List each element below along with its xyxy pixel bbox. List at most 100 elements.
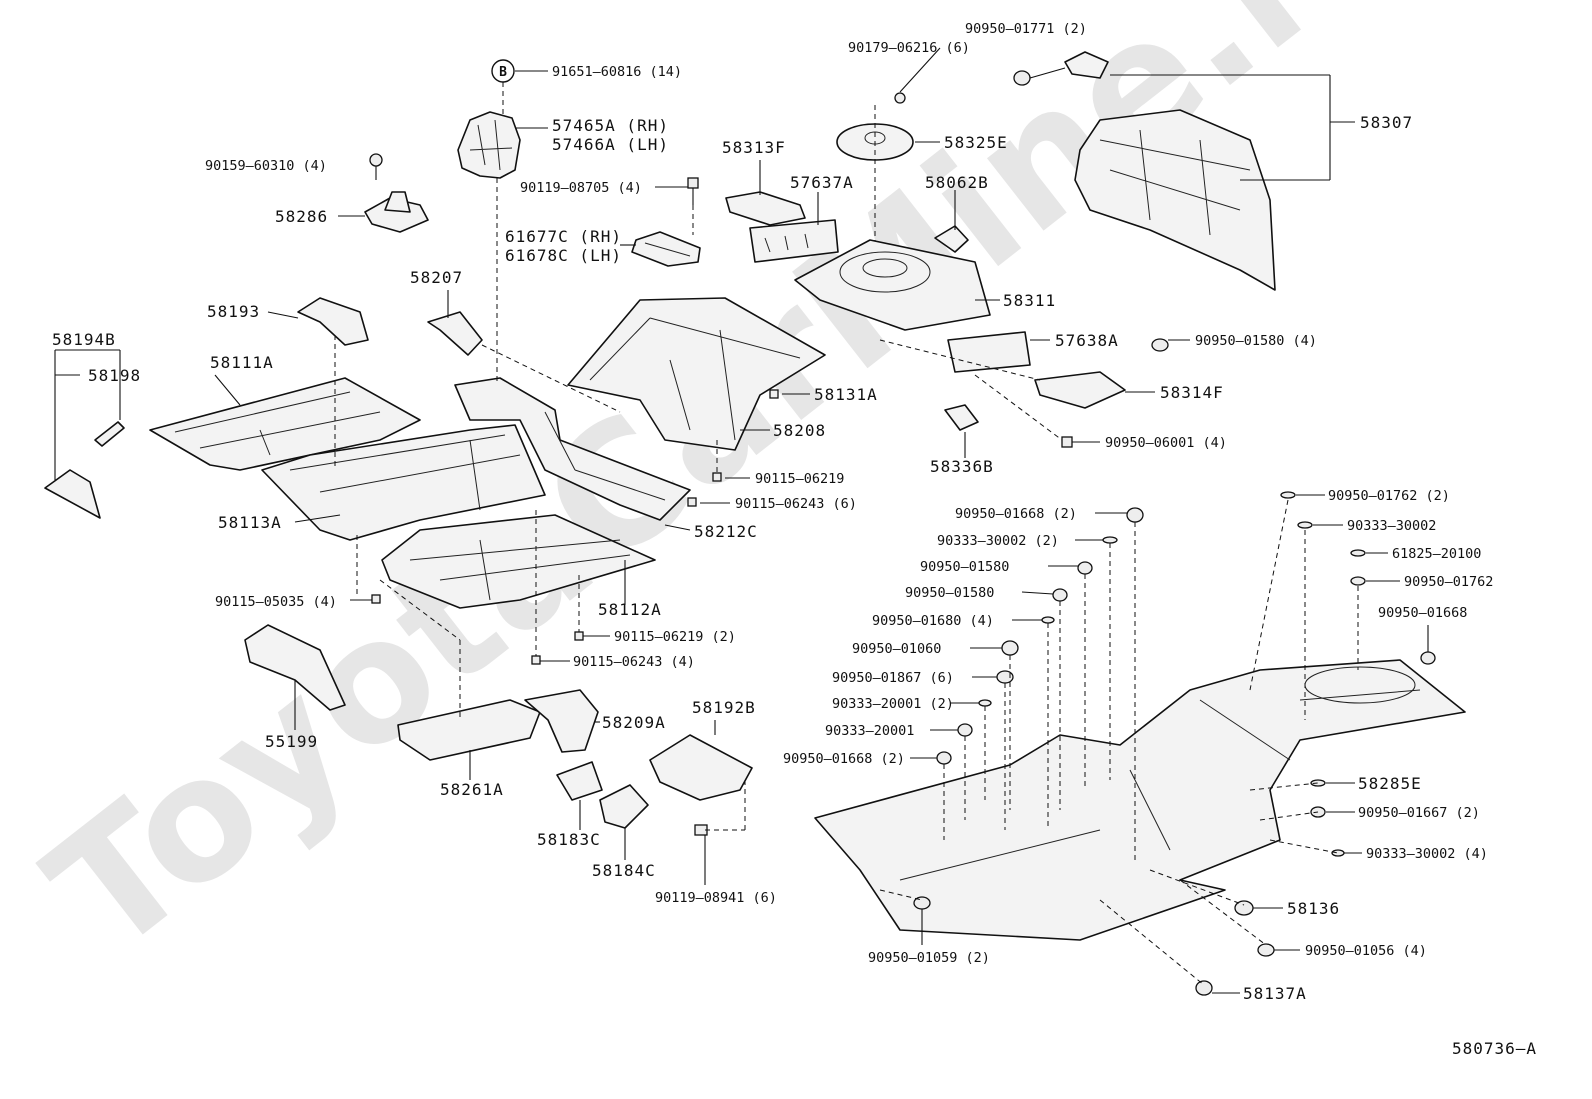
part-58113a bbox=[261, 424, 546, 541]
label-90119-08705: 90119–08705 (4) bbox=[520, 180, 642, 196]
label-61677c: 61677C (RH) bbox=[505, 227, 622, 246]
callout-b-text: B bbox=[499, 65, 507, 80]
fastener-90950-01771 bbox=[1013, 70, 1031, 86]
label-58184c: 58184C bbox=[592, 861, 656, 880]
part-61677c bbox=[631, 231, 701, 267]
label-90115-06243-6: 90115–06243 (6) bbox=[735, 496, 857, 512]
label-61678c: 61678C (LH) bbox=[505, 246, 622, 265]
label-90333-30002: 90333–30002 bbox=[1347, 518, 1436, 534]
part-57637a bbox=[749, 219, 839, 263]
label-58136: 58136 bbox=[1287, 899, 1340, 918]
label-58261a: 58261A bbox=[440, 780, 504, 799]
part-labels: 91651–60816 (14) 57465A (RH) 57466A (LH)… bbox=[52, 21, 1537, 1058]
label-58198: 58198 bbox=[88, 366, 141, 385]
label-58208: 58208 bbox=[773, 421, 826, 440]
diagram-code: 580736–A bbox=[1452, 1039, 1537, 1058]
fastener-column-right bbox=[913, 338, 1436, 996]
label-58137a: 58137A bbox=[1243, 984, 1307, 1003]
label-90159-60310: 90159–60310 (4) bbox=[205, 158, 327, 174]
part-58314f bbox=[1034, 371, 1126, 409]
label-90115-06219: 90115–06219 bbox=[755, 471, 844, 487]
label-57465a: 57465A (RH) bbox=[552, 116, 669, 135]
label-58325e: 58325E bbox=[944, 133, 1008, 152]
label-90950-01667: 90950–01667 (2) bbox=[1358, 805, 1480, 821]
part-58307 bbox=[1064, 51, 1276, 291]
label-58192b: 58192B bbox=[692, 698, 756, 717]
leader-lines bbox=[54, 47, 1429, 994]
label-90950-01668-2b: 90950–01668 (2) bbox=[783, 751, 905, 767]
label-90950-01668-2a: 90950–01668 (2) bbox=[955, 506, 1077, 522]
label-58286: 58286 bbox=[275, 207, 328, 226]
label-90950-01580-a: 90950–01580 bbox=[920, 559, 1009, 575]
bolt-90119-08705 bbox=[687, 177, 699, 205]
bolt-90159-60310 bbox=[369, 153, 383, 180]
label-57466a: 57466A (LH) bbox=[552, 135, 669, 154]
label-58209a: 58209A bbox=[602, 713, 666, 732]
part-55199 bbox=[244, 624, 346, 711]
part-58313f bbox=[725, 191, 806, 226]
label-58193: 58193 bbox=[207, 302, 260, 321]
label-90950-01680: 90950–01680 (4) bbox=[872, 613, 994, 629]
label-58112a: 58112A bbox=[598, 600, 662, 619]
label-58307: 58307 bbox=[1360, 113, 1413, 132]
part-58212c bbox=[454, 377, 691, 521]
label-90119-08941: 90119–08941 (6) bbox=[655, 890, 777, 906]
part-58192b bbox=[649, 734, 753, 801]
label-90950-01580-b: 90950–01580 bbox=[905, 585, 994, 601]
label-90179-06216: 90179–06216 (6) bbox=[848, 40, 970, 56]
callout-b: B bbox=[491, 59, 515, 83]
label-91651-60816: 91651–60816 (14) bbox=[552, 64, 682, 80]
part-57465a bbox=[457, 111, 521, 179]
part-58208 bbox=[567, 297, 826, 451]
label-58311: 58311 bbox=[1003, 291, 1056, 310]
label-90950-01771: 90950–01771 (2) bbox=[965, 21, 1087, 37]
label-58131a: 58131A bbox=[814, 385, 878, 404]
label-90115-06243-4: 90115–06243 (4) bbox=[573, 654, 695, 670]
label-58207: 58207 bbox=[410, 268, 463, 287]
label-57637a: 57637A bbox=[790, 173, 854, 192]
part-58112a bbox=[381, 514, 656, 609]
part-58062b bbox=[934, 225, 969, 253]
part-58209a bbox=[524, 689, 599, 753]
label-55199: 55199 bbox=[265, 732, 318, 751]
part-58261a bbox=[397, 699, 541, 761]
label-90950-01059: 90950–01059 (2) bbox=[868, 950, 990, 966]
label-58314f: 58314F bbox=[1160, 383, 1224, 402]
label-90950-01668: 90950–01668 bbox=[1378, 605, 1467, 621]
label-61825-20100: 61825–20100 bbox=[1392, 546, 1481, 562]
label-90333-30002-4: 90333–30002 (4) bbox=[1366, 846, 1488, 862]
label-90950-01056: 90950–01056 (4) bbox=[1305, 943, 1427, 959]
label-90115-05035: 90115–05035 (4) bbox=[215, 594, 337, 610]
label-90333-20001-2: 90333–20001 (2) bbox=[832, 696, 954, 712]
part-58111a bbox=[149, 377, 421, 471]
part-58286 bbox=[364, 191, 429, 233]
part-57638a bbox=[947, 331, 1031, 373]
part-58198 bbox=[94, 421, 125, 447]
label-90950-01580-4: 90950–01580 (4) bbox=[1195, 333, 1317, 349]
part-58311 bbox=[794, 239, 991, 331]
label-58313f: 58313F bbox=[722, 138, 786, 157]
label-58113a: 58113A bbox=[218, 513, 282, 532]
label-58111a: 58111A bbox=[210, 353, 274, 372]
bolt-90179-06216 bbox=[874, 92, 906, 250]
part-58193 bbox=[297, 297, 369, 346]
label-58062b: 58062B bbox=[925, 173, 989, 192]
label-90950-01762-2: 90950–01762 (2) bbox=[1328, 488, 1450, 504]
label-58285e: 58285E bbox=[1358, 774, 1422, 793]
part-58183c bbox=[556, 761, 603, 801]
label-58194b: 58194B bbox=[52, 330, 116, 349]
label-58212c: 58212C bbox=[694, 522, 758, 541]
label-58183c: 58183C bbox=[537, 830, 601, 849]
label-58336b: 58336B bbox=[930, 457, 994, 476]
part-floor-pan-assembly bbox=[814, 659, 1466, 941]
label-90115-06219-2: 90115–06219 (2) bbox=[614, 629, 736, 645]
label-90950-01060: 90950–01060 bbox=[852, 641, 941, 657]
part-58194b bbox=[44, 469, 101, 519]
label-90333-30002-2: 90333–30002 (2) bbox=[937, 533, 1059, 549]
label-90950-06001: 90950–06001 (4) bbox=[1105, 435, 1227, 451]
part-58207 bbox=[427, 311, 483, 356]
part-58336b bbox=[944, 404, 979, 431]
label-57638a: 57638A bbox=[1055, 331, 1119, 350]
part-58184c bbox=[599, 784, 649, 829]
